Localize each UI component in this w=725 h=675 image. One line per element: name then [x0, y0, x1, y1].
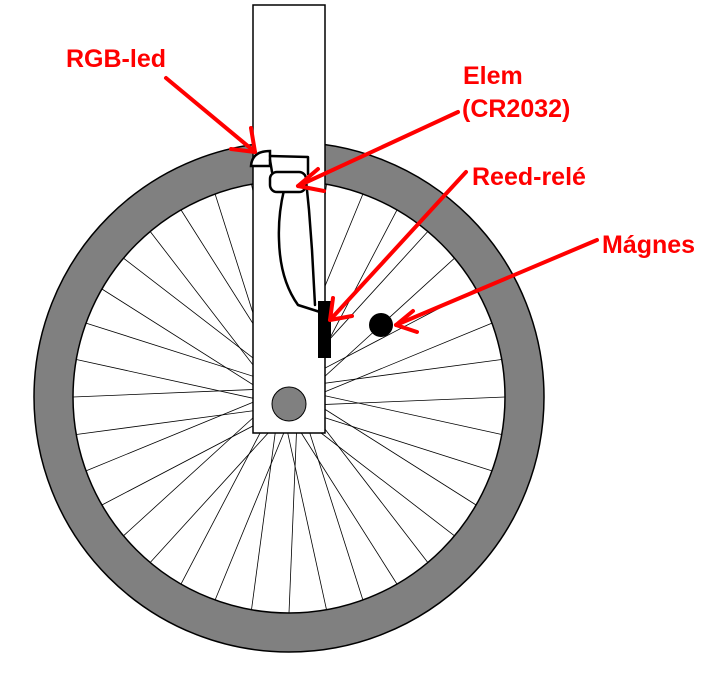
- spoke: [76, 407, 273, 435]
- spoke: [251, 413, 279, 610]
- spoke: [85, 395, 270, 472]
- spoke: [101, 412, 278, 506]
- label-reed-rele: Reed-relé: [472, 163, 586, 191]
- rgb-led: [249, 149, 272, 168]
- label-magnes: Mágnes: [602, 231, 696, 259]
- spoke: [290, 416, 398, 585]
- hub: [271, 386, 307, 422]
- spoke: [85, 322, 275, 384]
- spoke: [306, 405, 429, 563]
- spoke: [72, 388, 271, 398]
- spoke: [308, 322, 493, 399]
- spoke: [149, 415, 284, 563]
- spoke: [308, 391, 502, 435]
- spoke: [214, 416, 291, 601]
- spoke: [307, 396, 506, 406]
- fork: [252, 4, 326, 434]
- spoke: [76, 359, 270, 403]
- spoke: [123, 402, 271, 537]
- spoke: [149, 231, 272, 389]
- spoke: [303, 410, 493, 472]
- arrow-magnes: [394, 238, 599, 334]
- spoke: [180, 408, 274, 585]
- spoke: [305, 359, 502, 387]
- spoke: [288, 415, 298, 614]
- label-elem-line2: (CR2032): [462, 95, 571, 123]
- label-rgb-led: RGB-led: [66, 45, 166, 73]
- spoke: [302, 411, 364, 601]
- label-elem-line1: Elem: [463, 62, 523, 90]
- spoke: [101, 288, 270, 396]
- arrow-reed-rele: [328, 170, 468, 322]
- spokes: [72, 180, 506, 614]
- arrow-elem: [296, 110, 460, 193]
- spoke: [308, 398, 477, 506]
- magnet: [369, 313, 393, 337]
- spoke: [283, 416, 327, 610]
- wiring: [268, 154, 322, 314]
- arrow-rgb-led: [164, 76, 257, 154]
- reed-relay: [318, 301, 331, 358]
- spoke: [297, 414, 455, 537]
